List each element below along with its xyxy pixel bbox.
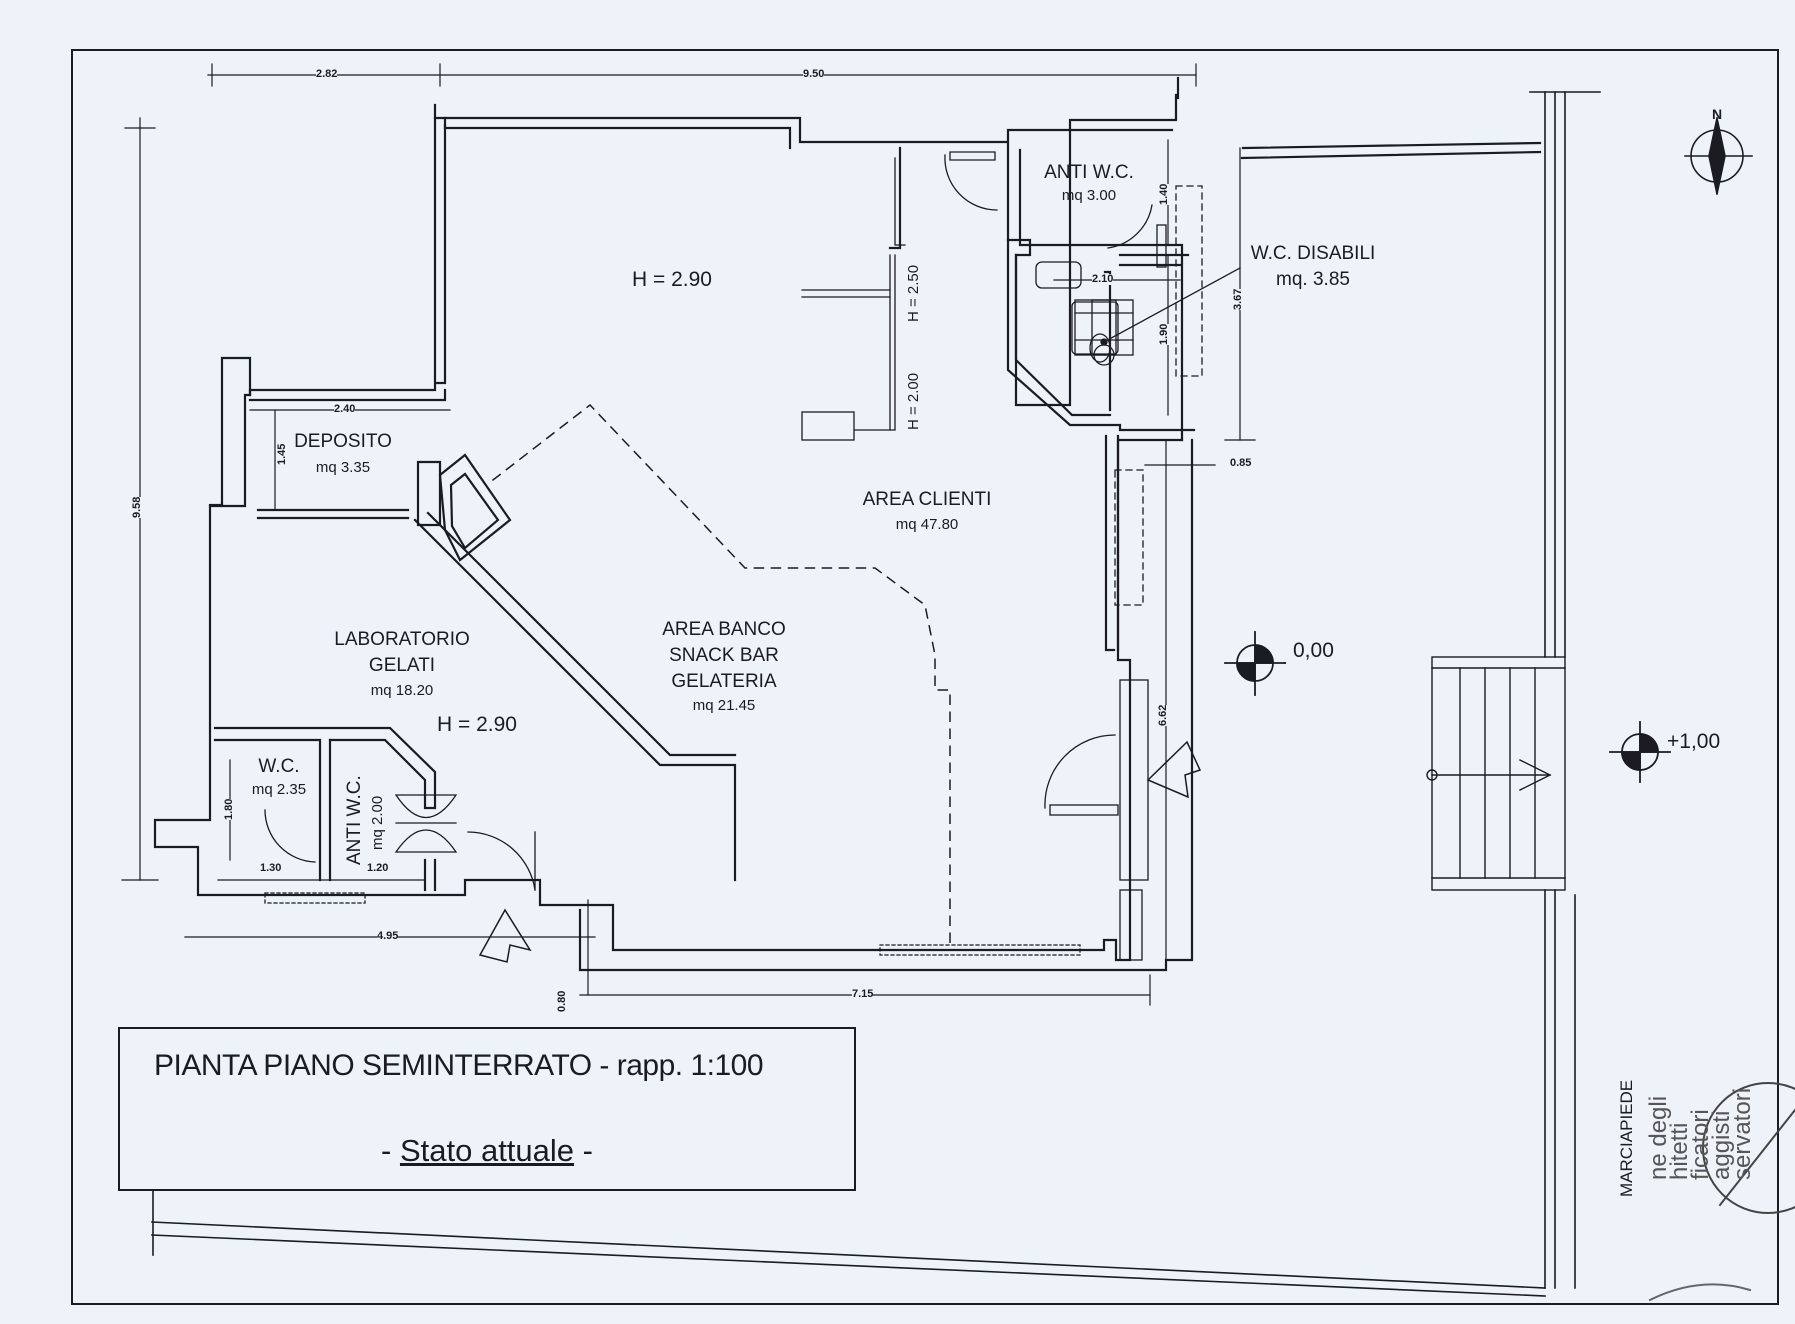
height-250: H = 2.50 [905, 264, 922, 322]
dim-715: 7.15 [852, 988, 874, 1000]
stamp-mark [1648, 1082, 1795, 1302]
dim-080: 0.80 [556, 990, 568, 1012]
dim-367: 3.67 [1232, 288, 1244, 310]
dim-282: 2.82 [316, 68, 338, 80]
interior-walls [213, 146, 1196, 892]
dim-240: 2.40 [334, 403, 356, 415]
room-anti-wc-bottom-name: ANTI W.C. [344, 775, 365, 865]
subtitle-text: Stato attuale [399, 1133, 575, 1168]
title-block: PIANTA PIANO SEMINTERRATO - rapp. 1:100 … [118, 1027, 856, 1191]
fixtures [264, 151, 1203, 961]
dim-145: 1.45 [276, 443, 288, 465]
subtitle-prefix: - [381, 1133, 400, 1168]
room-wc-disabili-name: W.C. DISABILI [1250, 243, 1376, 264]
dim-495: 4.95 [377, 930, 399, 942]
level-markers [1224, 631, 1671, 783]
subtitle-suffix: - [574, 1133, 593, 1168]
dim-950: 9.50 [803, 68, 825, 80]
dim-180: 1.80 [223, 798, 235, 820]
height-upper: H = 2.90 [632, 268, 712, 291]
level-ground: 0,00 [1293, 639, 1334, 662]
dim-958: 9.58 [131, 496, 143, 518]
door-swings [264, 154, 1153, 891]
room-wc-name: W.C. [258, 756, 300, 777]
street-edge [151, 91, 1601, 1297]
stamp-text: ne degli hitetti ficatori aggisti servat… [1645, 1087, 1756, 1180]
dim-140: 1.40 [1158, 183, 1170, 205]
room-area-banco-line1: AREA BANCO [662, 619, 786, 640]
room-area-clienti-name: AREA CLIENTI [862, 489, 992, 510]
room-anti-wc-top-area: mq 3.00 [1061, 187, 1117, 204]
room-wc-disabili-area: mq. 3.85 [1276, 269, 1350, 290]
room-anti-wc-top-name: ANTI W.C. [1044, 162, 1134, 183]
dim-120: 1.20 [367, 862, 389, 874]
level-street: +1,00 [1667, 730, 1721, 753]
drawing-title: PIANTA PIANO SEMINTERRATO - rapp. 1:100 [154, 1049, 764, 1082]
sheet-frame [71, 49, 1779, 1305]
wc-fixtures [394, 794, 458, 853]
room-anti-wc-bottom-area: mq 2.00 [369, 795, 386, 850]
stamp-line5: servatori [1729, 1087, 1756, 1180]
height-200: H = 2.00 [905, 372, 922, 430]
north-arrow-icon [1684, 117, 1753, 195]
room-area-clienti-area: mq 47.80 [895, 516, 959, 533]
room-deposito-name: DEPOSITO [294, 431, 392, 452]
room-area-banco-line3: GELATERIA [671, 671, 777, 692]
room-laboratorio-line1: LABORATORIO [334, 629, 470, 650]
street-label: MARCIAPIEDE [1617, 1079, 1636, 1197]
room-wc-area: mq 2.35 [251, 781, 307, 798]
wheelchair-symbol [1074, 267, 1241, 366]
room-laboratorio-line2: GELATI [368, 655, 436, 676]
counter-outline [491, 403, 951, 946]
dim-085: 0.85 [1230, 457, 1252, 469]
dim-210: 2.10 [1092, 273, 1114, 285]
stairs [1426, 656, 1566, 891]
dimension-lines [121, 63, 1256, 1006]
drawing-subtitle: - Stato attuale - [120, 1133, 854, 1169]
room-deposito-area: mq 3.35 [315, 459, 371, 476]
height-lower: H = 2.90 [437, 713, 517, 736]
room-area-banco-line2: SNACK BAR [669, 645, 779, 666]
entry-arrows [478, 740, 1202, 963]
dim-190: 1.90 [1158, 323, 1170, 345]
room-laboratorio-area: mq 18.20 [370, 682, 434, 699]
room-area-banco-area: mq 21.45 [692, 697, 756, 714]
north-label: N [1712, 106, 1723, 122]
dim-130: 1.30 [260, 862, 282, 874]
dim-662: 6.62 [1157, 704, 1169, 726]
